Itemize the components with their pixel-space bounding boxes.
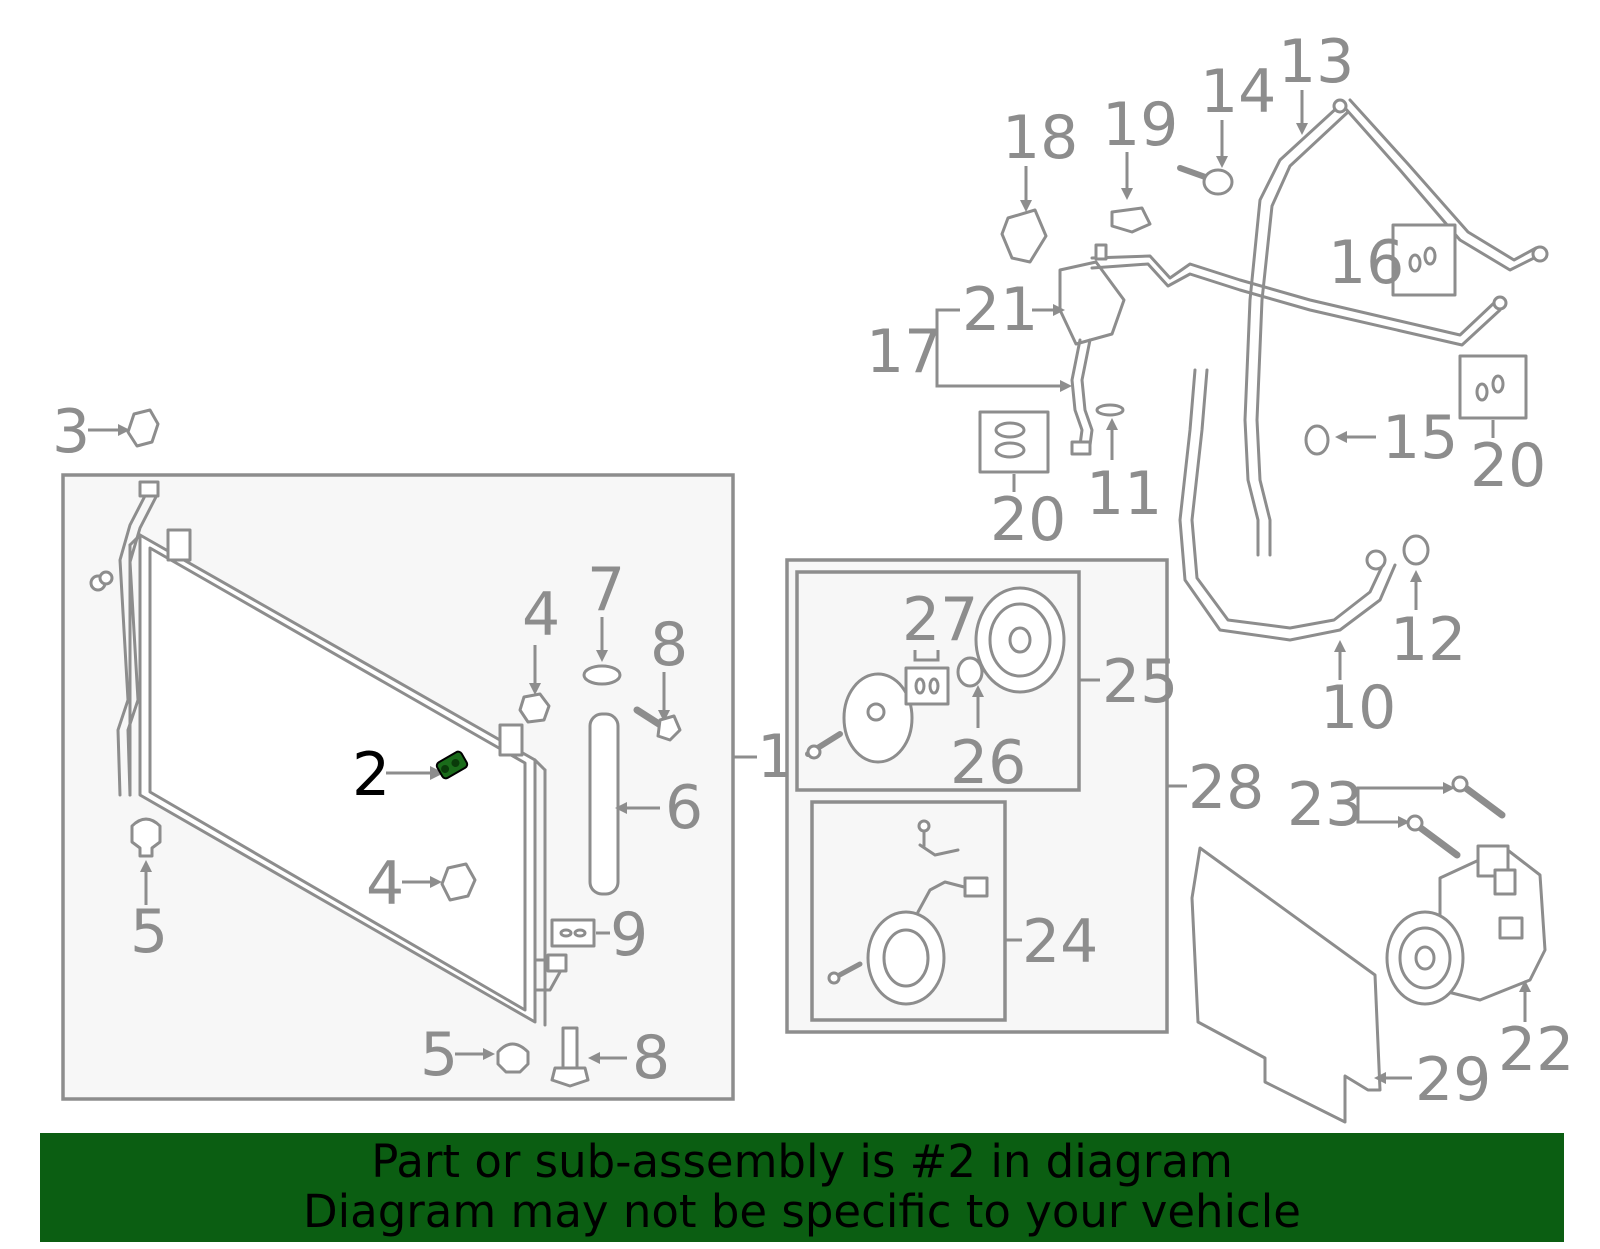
oring-part-11 [1095, 403, 1125, 417]
condenser-outlet-fitting [533, 953, 568, 992]
callout-5-bottom: 5 [420, 1020, 458, 1090]
shim-part-27 [904, 666, 950, 706]
suction-hose-part-10 [1178, 368, 1397, 642]
seal-kit-part-16 [1391, 223, 1457, 297]
callout-16: 16 [1328, 228, 1404, 298]
callout-20-right: 20 [1470, 431, 1546, 501]
clutch-plate [805, 672, 914, 764]
footer-banner: Part or sub-assembly is #2 in diagram Di… [40, 1133, 1564, 1242]
callout-8-upper: 8 [650, 610, 688, 680]
heat-shield-part-29 [1190, 846, 1382, 1124]
pipe-assembly-part-21 [1058, 243, 1508, 456]
bolt-part-8-upper [633, 706, 682, 742]
condenser-inlet-pipe [116, 480, 160, 797]
callout-2: 2 [352, 740, 390, 810]
condenser-core [128, 528, 547, 1027]
callout-6: 6 [665, 773, 703, 843]
callout-27: 27 [902, 585, 978, 655]
seal-kit-part-9 [550, 918, 596, 948]
compressor-part-22 [1385, 844, 1547, 1006]
highlighted-part-2 [386, 750, 469, 780]
callout-18: 18 [1002, 103, 1078, 173]
footer-line-2: Diagram may not be specific to your vehi… [303, 1185, 1301, 1238]
clip-part-19 [1110, 206, 1152, 234]
pressure-sensor-part-14 [1177, 165, 1234, 196]
pulley-part-25 [974, 586, 1066, 694]
cap-part-4-upper [518, 692, 551, 724]
callout-8-bottom: 8 [632, 1023, 670, 1093]
footer-line-1: Part or sub-assembly is #2 in diagram [371, 1135, 1233, 1188]
callout-4-lower: 4 [366, 849, 404, 919]
callout-19: 19 [1102, 90, 1178, 160]
callout-20-left: 20 [990, 485, 1066, 555]
callout-4-upper: 4 [522, 580, 560, 650]
oring-part-15 [1304, 424, 1330, 456]
callout-25: 25 [1102, 647, 1178, 717]
small-bolt-part [89, 570, 114, 592]
callout-26: 26 [950, 728, 1026, 798]
callout-3: 3 [52, 397, 90, 467]
mount-part-5-bottom [496, 1042, 530, 1074]
callout-10: 10 [1320, 673, 1396, 743]
callout-28: 28 [1188, 753, 1264, 823]
bolt-part-8-bottom [550, 1026, 590, 1088]
ring-part-26 [956, 656, 984, 688]
bracket-part-18 [1000, 208, 1048, 264]
field-coil-part-24 [827, 819, 989, 1006]
callout-5-left: 5 [130, 897, 168, 967]
callout-23: 23 [1287, 770, 1363, 840]
callout-15: 15 [1382, 403, 1458, 473]
callout-13: 13 [1278, 27, 1354, 97]
cap-part-3 [126, 408, 160, 448]
callout-11: 11 [1086, 459, 1162, 529]
callout-17: 17 [866, 317, 942, 387]
clamp-part-7 [582, 664, 622, 686]
callout-22: 22 [1498, 1015, 1574, 1085]
cap-part-4-lower [440, 862, 477, 902]
oring-part-12 [1402, 534, 1430, 566]
callout-24: 24 [1022, 907, 1098, 977]
callout-14: 14 [1200, 57, 1276, 127]
callout-21: 21 [962, 275, 1038, 345]
callout-7: 7 [587, 555, 625, 625]
callout-29: 29 [1415, 1045, 1491, 1115]
receiver-drier-part-6 [588, 712, 620, 896]
mount-part-5-left [130, 817, 162, 858]
callout-12: 12 [1390, 605, 1466, 675]
discharge-hose-part-13 [1243, 98, 1549, 557]
callout-9: 9 [610, 900, 648, 970]
